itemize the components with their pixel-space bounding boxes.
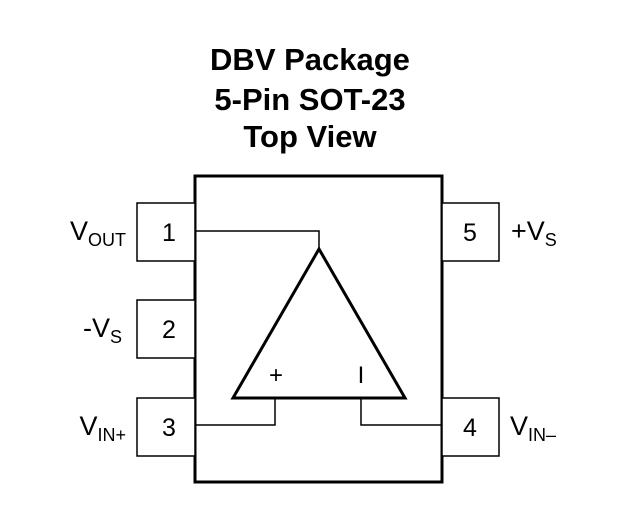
pin-4-label-main: V — [510, 411, 528, 441]
output-wire — [195, 230, 320, 249]
pin-5-label-main: +V — [511, 216, 545, 246]
title-view: Top View — [243, 119, 377, 154]
pin-2-number: 2 — [162, 316, 176, 344]
pin-3-box — [136, 397, 196, 457]
pin-4-box — [441, 397, 500, 457]
pin-5-number: 5 — [463, 219, 477, 247]
pin-3-label-sub: IN+ — [97, 425, 126, 445]
pin-1-label-sub: OUT — [88, 230, 126, 250]
pin-2-box — [136, 299, 196, 359]
minus-symbol: I — [358, 362, 365, 389]
pin-3-number: 3 — [162, 414, 176, 442]
package-body — [193, 174, 444, 484]
pin-2-label: -VS — [83, 313, 122, 347]
plus-symbol: + — [269, 362, 283, 389]
title-package: DBV Package — [210, 42, 410, 77]
pin-4-label-sub: IN– — [528, 425, 556, 445]
noninverting-input-wire — [195, 398, 276, 426]
inverting-input-wire — [360, 398, 442, 426]
opamp-triangle — [230, 245, 408, 400]
pin-5-label-sub: S — [545, 230, 557, 250]
pin-5-label: +VS — [511, 216, 557, 250]
pin-1-label-main: V — [70, 216, 88, 246]
pin-3-label: VIN+ — [79, 411, 126, 445]
pin-1-number: 1 — [162, 219, 176, 247]
pin-5-box — [441, 202, 500, 262]
pin-2-label-main: -V — [83, 313, 110, 343]
pin-2-label-sub: S — [110, 327, 122, 347]
title-pin-count: 5-Pin SOT-23 — [214, 82, 406, 117]
pin-4-number: 4 — [463, 414, 477, 442]
pin-4-label: VIN– — [510, 411, 556, 445]
pin-3-label-main: V — [79, 411, 97, 441]
pin-1-box — [136, 202, 196, 262]
pin-1-label: VOUT — [70, 216, 126, 250]
